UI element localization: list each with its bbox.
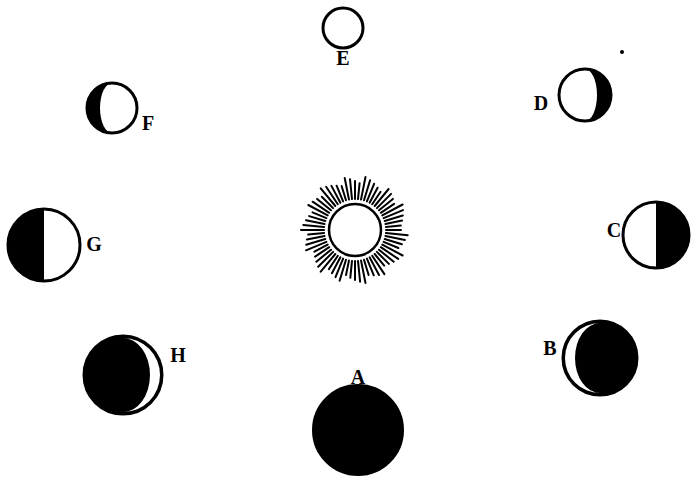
phase-letter: G — [86, 234, 102, 254]
phase-letter: E — [336, 48, 349, 68]
moon-gibbous — [559, 69, 611, 121]
sun-ray — [386, 226, 401, 228]
moon-quarter — [623, 202, 689, 268]
sun-ray — [303, 225, 324, 227]
sun-ray — [372, 192, 380, 204]
sun-rays — [301, 177, 408, 283]
sun-ray — [358, 261, 360, 282]
moon-crescent — [563, 321, 637, 395]
sun-ray — [367, 184, 374, 202]
sun-ray — [386, 229, 401, 231]
sun-ray — [381, 204, 394, 213]
sun-ray — [345, 178, 349, 200]
phase-letter: C — [607, 220, 621, 240]
sun-ray — [354, 181, 356, 199]
sun-ray — [350, 179, 352, 199]
moon-quarter — [8, 209, 80, 281]
sun-ray — [346, 260, 349, 275]
sun-ray — [386, 233, 408, 235]
sun-ray — [308, 233, 324, 235]
sun-ray — [331, 186, 340, 203]
phase-letter: A — [351, 367, 365, 387]
moon-new — [313, 385, 403, 475]
phase-letter: H — [170, 345, 186, 365]
sun-ray — [342, 186, 346, 200]
phase-letter: F — [142, 113, 154, 133]
sun-ray — [375, 254, 385, 266]
speck — [620, 50, 624, 54]
sun-ray — [361, 260, 366, 283]
sun-ray — [354, 261, 356, 280]
sun-ray — [301, 229, 324, 231]
moon-gibbous — [87, 83, 137, 133]
phase-letter: D — [534, 93, 548, 113]
sun-ray — [385, 221, 402, 224]
moon-crescent — [84, 336, 162, 414]
sun-ray — [364, 260, 369, 275]
sun-ray — [307, 236, 325, 240]
sun-disc — [329, 204, 381, 256]
sun-ray — [358, 183, 360, 199]
phase-letter: B — [543, 338, 556, 358]
sun-ray — [350, 261, 352, 278]
moon-full — [323, 8, 363, 48]
